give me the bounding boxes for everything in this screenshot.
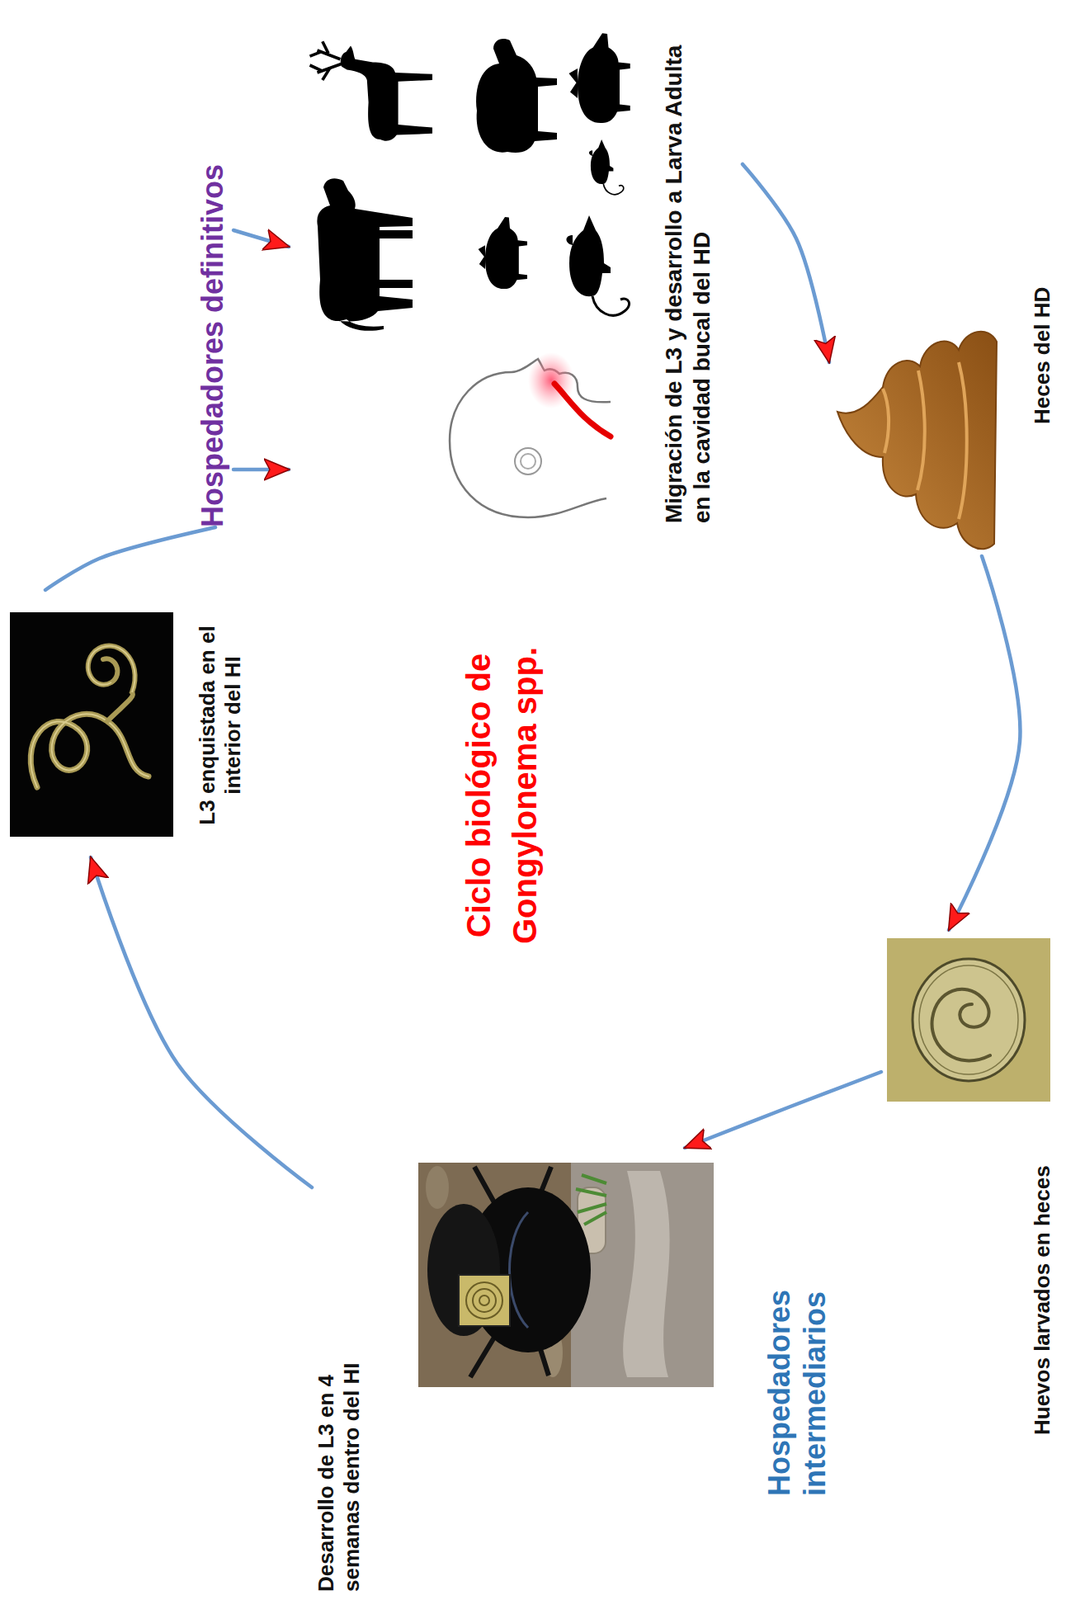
feces-pile — [837, 331, 997, 550]
ear — [514, 448, 542, 475]
plant — [575, 1174, 607, 1225]
cow-silhouette — [316, 178, 413, 331]
larva-coil — [88, 646, 136, 722]
sheep-silhouette — [476, 38, 557, 153]
cycle-arrow — [90, 857, 312, 1188]
pig-silhouette — [478, 216, 528, 289]
stage-caption: L3 enquistada en el interior del HI — [194, 593, 246, 858]
stage-caption: Migración de L3 y desarrollo a Larva Adu… — [660, 28, 716, 524]
definitive-hosts: Migración de L3 y desarrollo a Larva Adu… — [288, 19, 743, 540]
feces-ridge — [958, 362, 967, 519]
cycle-arrow — [233, 467, 289, 472]
cycle-arrow — [684, 1071, 882, 1148]
rat-silhouette — [566, 215, 630, 316]
inset-coil — [472, 1288, 496, 1312]
inset-coil — [466, 1282, 503, 1319]
inset-coil — [479, 1295, 490, 1306]
beetle-photo — [418, 1162, 714, 1387]
stage-caption: Heces del HD — [1029, 254, 1056, 425]
mouse-silhouette — [589, 139, 624, 195]
stage-caption: Huevos larvados en heces — [1029, 1108, 1056, 1435]
egg-stage: Huevos larvados en heces — [881, 929, 1060, 1435]
photo-background — [886, 938, 1051, 1102]
feces-stage: Heces del HD — [829, 250, 1061, 557]
host-group: Hospedadores definitivos — [194, 78, 234, 528]
stage-caption: Desarrollo de L3 en 4 semanas dentro del… — [313, 1306, 365, 1592]
beetle-sheen — [509, 1212, 529, 1328]
egg-shell — [912, 958, 1025, 1081]
ear-inner — [520, 453, 536, 469]
egg-inner-shell — [919, 965, 1019, 1075]
l3-larva-photo — [9, 612, 174, 837]
larva-stage: L3 enquistada en el interior del HI — [8, 589, 256, 858]
water-background — [570, 1162, 714, 1387]
boar-silhouette — [569, 33, 631, 123]
deer-silhouette — [310, 41, 434, 142]
water-reflection — [622, 1170, 670, 1378]
cycle-arrow — [233, 230, 289, 247]
photo-background — [9, 612, 174, 837]
cycle-arrow — [45, 527, 216, 590]
animal-silhouettes — [310, 33, 631, 331]
diagram-title: Ciclo biológico de Gongylonema spp. — [455, 617, 548, 973]
host-heading: Hospedadores intermediarios — [761, 1215, 833, 1496]
feces-ridge — [917, 370, 925, 491]
egg-photo — [886, 938, 1051, 1102]
larva-body — [30, 713, 149, 788]
esophagus-line — [554, 383, 611, 437]
inset-photo — [458, 1274, 510, 1326]
human-head-figure — [449, 352, 611, 518]
intermediate-host: Desarrollo de L3 en 4 semanas dentro del… — [311, 1147, 853, 1594]
larva-inside-egg — [932, 989, 991, 1062]
larva-highlight — [30, 713, 149, 788]
feces-figure — [837, 331, 997, 550]
soil-patch — [425, 1165, 449, 1209]
cycle-arrow — [742, 164, 830, 363]
larva-coil-highlight — [88, 646, 136, 693]
feces-ridge — [882, 388, 889, 453]
cycle-arrow — [948, 556, 1020, 930]
host-heading: Hospedadores definitivos — [194, 81, 231, 528]
